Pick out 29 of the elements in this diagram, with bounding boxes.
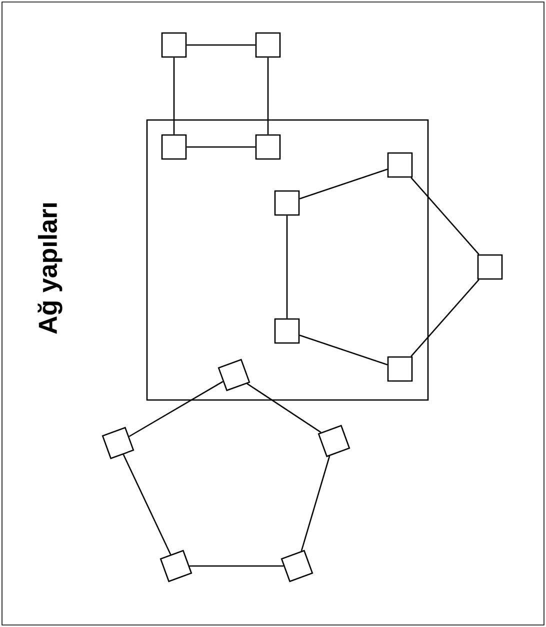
- connector-line: [186, 146, 256, 148]
- title: Ağ yapıları: [38, 203, 62, 334]
- connector-line: [299, 168, 388, 200]
- network-node: [387, 152, 413, 178]
- network-node: [161, 134, 187, 160]
- network-node: [161, 32, 187, 58]
- connector-line: [267, 58, 269, 134]
- network-node: [387, 356, 413, 382]
- network-node: [102, 426, 134, 460]
- network-node: [477, 254, 503, 280]
- network-node: [274, 190, 300, 216]
- connector-line: [410, 177, 480, 255]
- network-node: [280, 550, 314, 582]
- connector-line: [300, 456, 330, 552]
- connector-line: [299, 334, 388, 366]
- connector-line: [122, 454, 172, 555]
- connector-line: [286, 216, 288, 318]
- network-node: [255, 134, 281, 160]
- network-node: [218, 358, 250, 392]
- connector-line: [410, 279, 480, 357]
- connector-line: [189, 565, 284, 567]
- network-node: [160, 550, 192, 582]
- connector-line: [186, 44, 256, 46]
- network-node: [318, 424, 350, 458]
- connector-line: [246, 383, 322, 433]
- connector-line: [173, 58, 175, 134]
- network-node: [255, 32, 281, 58]
- network-node: [274, 318, 300, 344]
- connector-line: [128, 380, 224, 438]
